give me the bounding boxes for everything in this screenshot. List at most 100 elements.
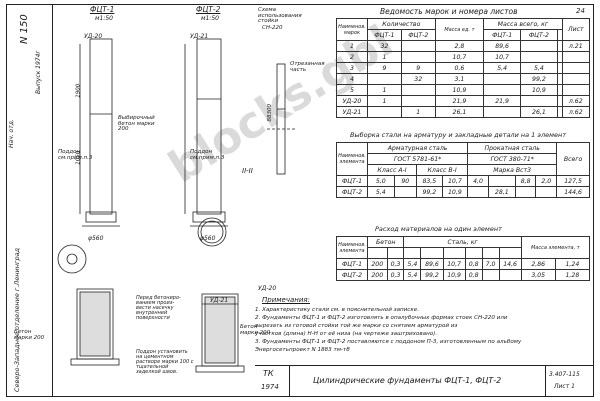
vedomost-row-cell bbox=[367, 73, 402, 85]
note-line: 2. Фундаменты ФЦТ-1 и ФЦТ-2 изготовлять … bbox=[255, 315, 508, 322]
rashod-row-cell: ФЦТ-1 bbox=[336, 258, 368, 270]
ra-h-blank2 bbox=[386, 247, 405, 259]
vyborka-row-cell: 28,1 bbox=[487, 186, 516, 198]
series-label: N 150 bbox=[19, 14, 30, 44]
rashod-row-cell bbox=[481, 269, 500, 281]
vedomost-row-cell bbox=[561, 62, 591, 74]
vedomost-row-cell: 99,2 bbox=[520, 73, 558, 85]
vedomost-row-cell: 5,4 bbox=[483, 62, 522, 74]
vyborka-row-cell: ФЦТ-1 bbox=[336, 175, 368, 187]
vedomost-row-cell bbox=[520, 95, 558, 107]
diam-label-2: φ560 bbox=[200, 235, 216, 242]
vedomost-row-cell: 1 bbox=[367, 95, 402, 107]
title-block: ТК 1974 Цилиндрические фундаменты ФЦТ-1,… bbox=[255, 365, 594, 397]
ra-h-blank6 bbox=[464, 247, 483, 259]
scheme-subtitle: СН-220 bbox=[262, 25, 283, 31]
vy-h2-b: ГОСТ 380-71* bbox=[467, 153, 558, 165]
ra-h-blank3 bbox=[403, 247, 422, 259]
rashod-row-cell: 200 bbox=[367, 258, 388, 270]
vedomost-row-cell bbox=[483, 106, 522, 118]
vyborka-row-cell bbox=[467, 186, 489, 198]
diam-label-1: φ560 bbox=[88, 235, 104, 242]
ra-h-mass: Масса элемента, т bbox=[520, 236, 591, 259]
vedomost-row-cell: УД-21 bbox=[336, 106, 368, 118]
vedomost-row-cell: 5,4 bbox=[520, 62, 558, 74]
vedomost-row-cell: 0,6 bbox=[434, 62, 485, 74]
ra-h-beton: Бетон bbox=[366, 236, 405, 248]
vedomost-row-cell: 2 bbox=[336, 51, 368, 63]
fct2-scale: м1:50 bbox=[201, 15, 219, 22]
rashod-row-cell: 89,6 bbox=[420, 258, 444, 270]
vyborka-table: Наименов. элемента Арматурная сталь Прок… bbox=[336, 142, 590, 198]
vedomost-row-cell: 2,8 bbox=[434, 40, 485, 52]
notes-title: Примечания: bbox=[262, 296, 310, 304]
rashod-row-cell: 0,8 bbox=[464, 258, 483, 270]
fct1-title: ФЦТ-1 bbox=[90, 5, 115, 14]
vyborka-title: Выборка стали на арматуру и закладные де… bbox=[350, 131, 567, 139]
vy-h3-c: Марка Вст3 bbox=[467, 164, 558, 176]
vedomost-row-cell: 1 bbox=[367, 51, 402, 63]
vh-sub2b: ФЦТ-2 bbox=[520, 29, 558, 41]
left-title-strip: N 150 Выпуск 1974г Северо-Западное отдел… bbox=[6, 4, 53, 397]
ra-h-blank5 bbox=[442, 247, 466, 259]
vyborka-row-cell: 90 bbox=[393, 175, 418, 187]
rashod-title: Расход материалов на один элемент bbox=[375, 225, 502, 233]
foundation-drawings bbox=[57, 38, 297, 373]
vh-blank bbox=[556, 29, 563, 41]
vh-list: Лист bbox=[561, 18, 591, 41]
note-line: 3. Фундаменты ФЦТ-1 и ФЦТ-2 поставляются… bbox=[255, 339, 522, 346]
fct2-column bbox=[196, 38, 222, 215]
left-note-b: Поддон установить на цементном растворе … bbox=[136, 349, 194, 375]
rashod-row-cell: 10,7 bbox=[442, 258, 466, 270]
dim-88300: 88300 bbox=[267, 104, 273, 122]
concrete-label-1: Бетон марки 200 bbox=[14, 329, 45, 341]
series-cell: 3.407-115 Лист 1 bbox=[545, 366, 595, 397]
vedomost-row-cell bbox=[520, 40, 558, 52]
vh-qty: Количество bbox=[367, 18, 436, 30]
vedomost-title: Ведомость марок и номера листов bbox=[380, 7, 518, 16]
vyborka-row-cell: 10,9 bbox=[441, 186, 469, 198]
vy-h-prok: Прокатная сталь bbox=[467, 142, 558, 154]
vyborka-row-cell: 99,2 bbox=[416, 186, 443, 198]
vedomost-row-cell: 21,9 bbox=[483, 95, 522, 107]
section-label: II-II bbox=[242, 167, 253, 175]
rashod-row-cell: 1,24 bbox=[554, 258, 591, 270]
vyborka-row-cell bbox=[487, 175, 516, 187]
vy-h-arm: Арматурная сталь bbox=[366, 142, 469, 154]
approval-rows: Нач. отд. bbox=[6, 104, 52, 274]
vyborka-row-cell: 10,7 bbox=[441, 175, 469, 187]
vedomost-row-cell: 3 bbox=[336, 62, 368, 74]
vedomost-row-cell bbox=[400, 51, 436, 63]
vedomost-table: Наименов. марок Количество Масса ед. т М… bbox=[336, 18, 591, 118]
vedomost-row-cell: 10,9 bbox=[434, 84, 485, 96]
vedomost-row-cell: 89,6 bbox=[483, 40, 522, 52]
rashod-row-cell: 3,05 bbox=[520, 269, 556, 281]
vyborka-row-cell: 4,0 bbox=[467, 175, 489, 187]
vyborka-row-cell: 144,6 bbox=[556, 186, 590, 198]
vedomost-row-cell bbox=[367, 106, 402, 118]
dim-1050: 1050 bbox=[75, 150, 82, 165]
vedomost-row-cell bbox=[400, 40, 436, 52]
ud21-label-1: УД-21 bbox=[190, 33, 209, 40]
series-number: 3.407-115 bbox=[549, 371, 580, 378]
note-line: вырезать из готовой стойки той же марки … bbox=[255, 323, 458, 330]
vedomost-row-cell: 26,1 bbox=[434, 106, 485, 118]
fct1-column bbox=[89, 38, 113, 215]
vh-sub1b: ФЦТ-1 bbox=[483, 29, 522, 41]
ra-h-steel: Сталь, кг bbox=[403, 236, 522, 248]
vyborka-row-cell: 2,0 bbox=[535, 175, 558, 187]
vedomost-row-cell: л.21 bbox=[561, 40, 591, 52]
section-circle-2 bbox=[197, 217, 227, 247]
rashod-row-cell: 0,8 bbox=[464, 269, 483, 281]
vh-mass1: Масса ед. т bbox=[434, 18, 485, 41]
fct2-title: ФЦТ-2 bbox=[196, 5, 221, 14]
vedomost-row-cell: 10,7 bbox=[434, 51, 485, 63]
